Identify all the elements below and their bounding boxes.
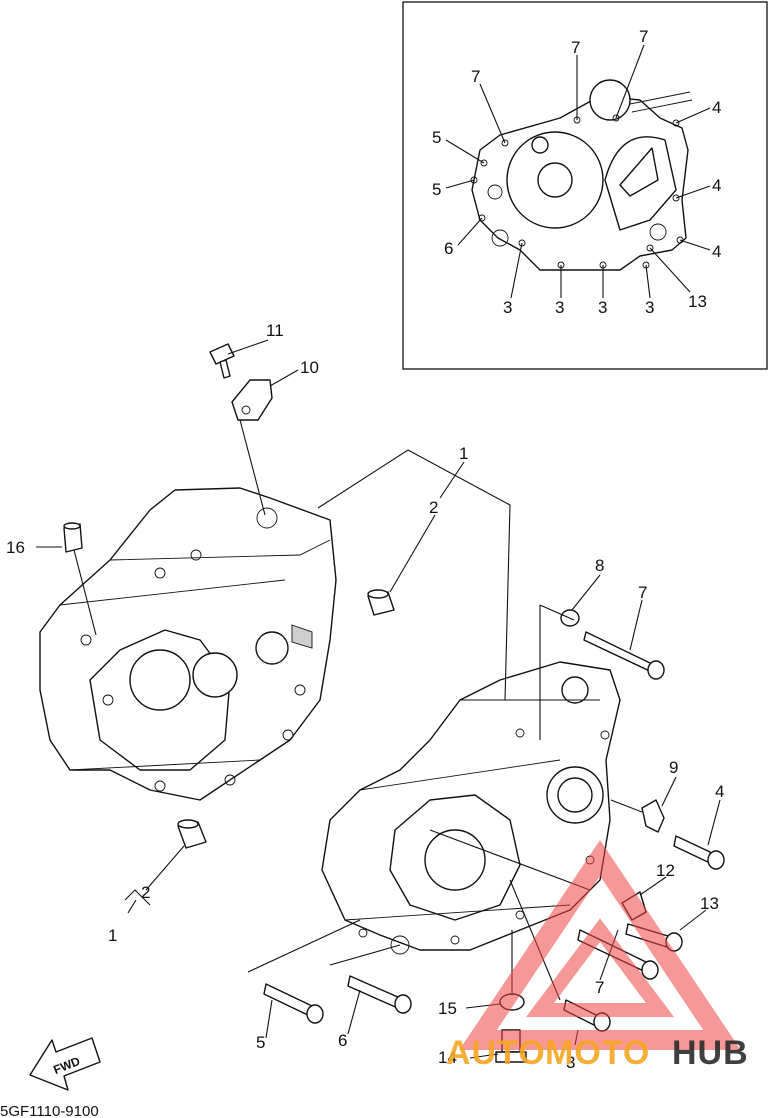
callout-6: 6	[338, 1031, 347, 1050]
dowel-2-lower	[177, 819, 207, 849]
left-crankcase	[39, 487, 337, 801]
callout-inset-4c: 4	[712, 242, 721, 261]
callout-inset-4a: 4	[712, 98, 721, 117]
callout-inset-7a: 7	[471, 67, 480, 86]
callout-14: 14	[438, 1048, 457, 1067]
callout-inset-4b: 4	[712, 176, 721, 195]
callout-1-lower: 1	[108, 926, 117, 945]
bolt-7-upper	[583, 631, 665, 680]
callout-inset-5a: 5	[432, 128, 441, 147]
bolt-4	[673, 835, 725, 870]
callout-10: 10	[300, 358, 319, 377]
callout-9: 9	[669, 758, 678, 777]
callout-8: 8	[595, 556, 604, 575]
bracket-10	[231, 379, 273, 421]
callout-2-upper: 2	[429, 498, 438, 517]
watermark-text: AUTO MOTO HUB	[446, 1034, 749, 1072]
callout-inset-3d: 3	[645, 298, 654, 317]
inset-detail	[402, 1, 768, 370]
callout-2-lower: 2	[141, 883, 150, 902]
bolt-5	[263, 983, 324, 1024]
inset-leaders	[445, 44, 711, 299]
right-crankcase	[321, 661, 621, 955]
callout-inset-7b: 7	[571, 38, 580, 57]
callout-inset-5b: 5	[432, 180, 441, 199]
callout-1-upper: 1	[459, 444, 468, 463]
bolt-6	[347, 975, 412, 1014]
callout-inset-6: 6	[444, 239, 453, 258]
callout-13: 13	[700, 894, 719, 913]
callout-inset-3b: 3	[555, 298, 564, 317]
main-leaders	[36, 339, 721, 1059]
callout-inset-13: 13	[688, 292, 707, 311]
main-callout-labels: 11 10 1 2 16 8 7 9 4 12 13 2 1 7 15 5 6 …	[6, 321, 724, 1072]
callout-inset-7c: 7	[639, 27, 648, 46]
watermark-auto: AUTO	[446, 1034, 546, 1072]
callout-3: 3	[566, 1053, 575, 1072]
fwd-arrow: FWD	[29, 1037, 101, 1091]
clip-9	[641, 799, 665, 833]
callout-inset-3a: 3	[503, 298, 512, 317]
watermark-moto: MOTO	[545, 1034, 650, 1072]
diagram-code: 5GF1110-9100	[0, 1103, 99, 1118]
callout-7-lower: 7	[595, 978, 604, 997]
callout-15: 15	[438, 999, 457, 1018]
callout-4: 4	[715, 782, 724, 801]
dowel-2-upper	[367, 589, 395, 616]
callout-5: 5	[256, 1033, 265, 1052]
watermark-logo	[459, 840, 741, 1050]
dowel-16	[63, 522, 83, 553]
callout-12: 12	[656, 861, 675, 880]
callout-16: 16	[6, 538, 25, 557]
callout-inset-3c: 3	[598, 298, 607, 317]
bolt-11	[209, 343, 235, 379]
callout-11: 11	[266, 321, 284, 340]
watermark-hub: HUB	[672, 1034, 749, 1072]
inset-bolt-holes	[470, 114, 684, 269]
inset-callout-labels: 7 7 7 4 5 5 4 6 4 3 3 3 3 13	[432, 27, 721, 317]
callout-7-upper: 7	[638, 583, 647, 602]
